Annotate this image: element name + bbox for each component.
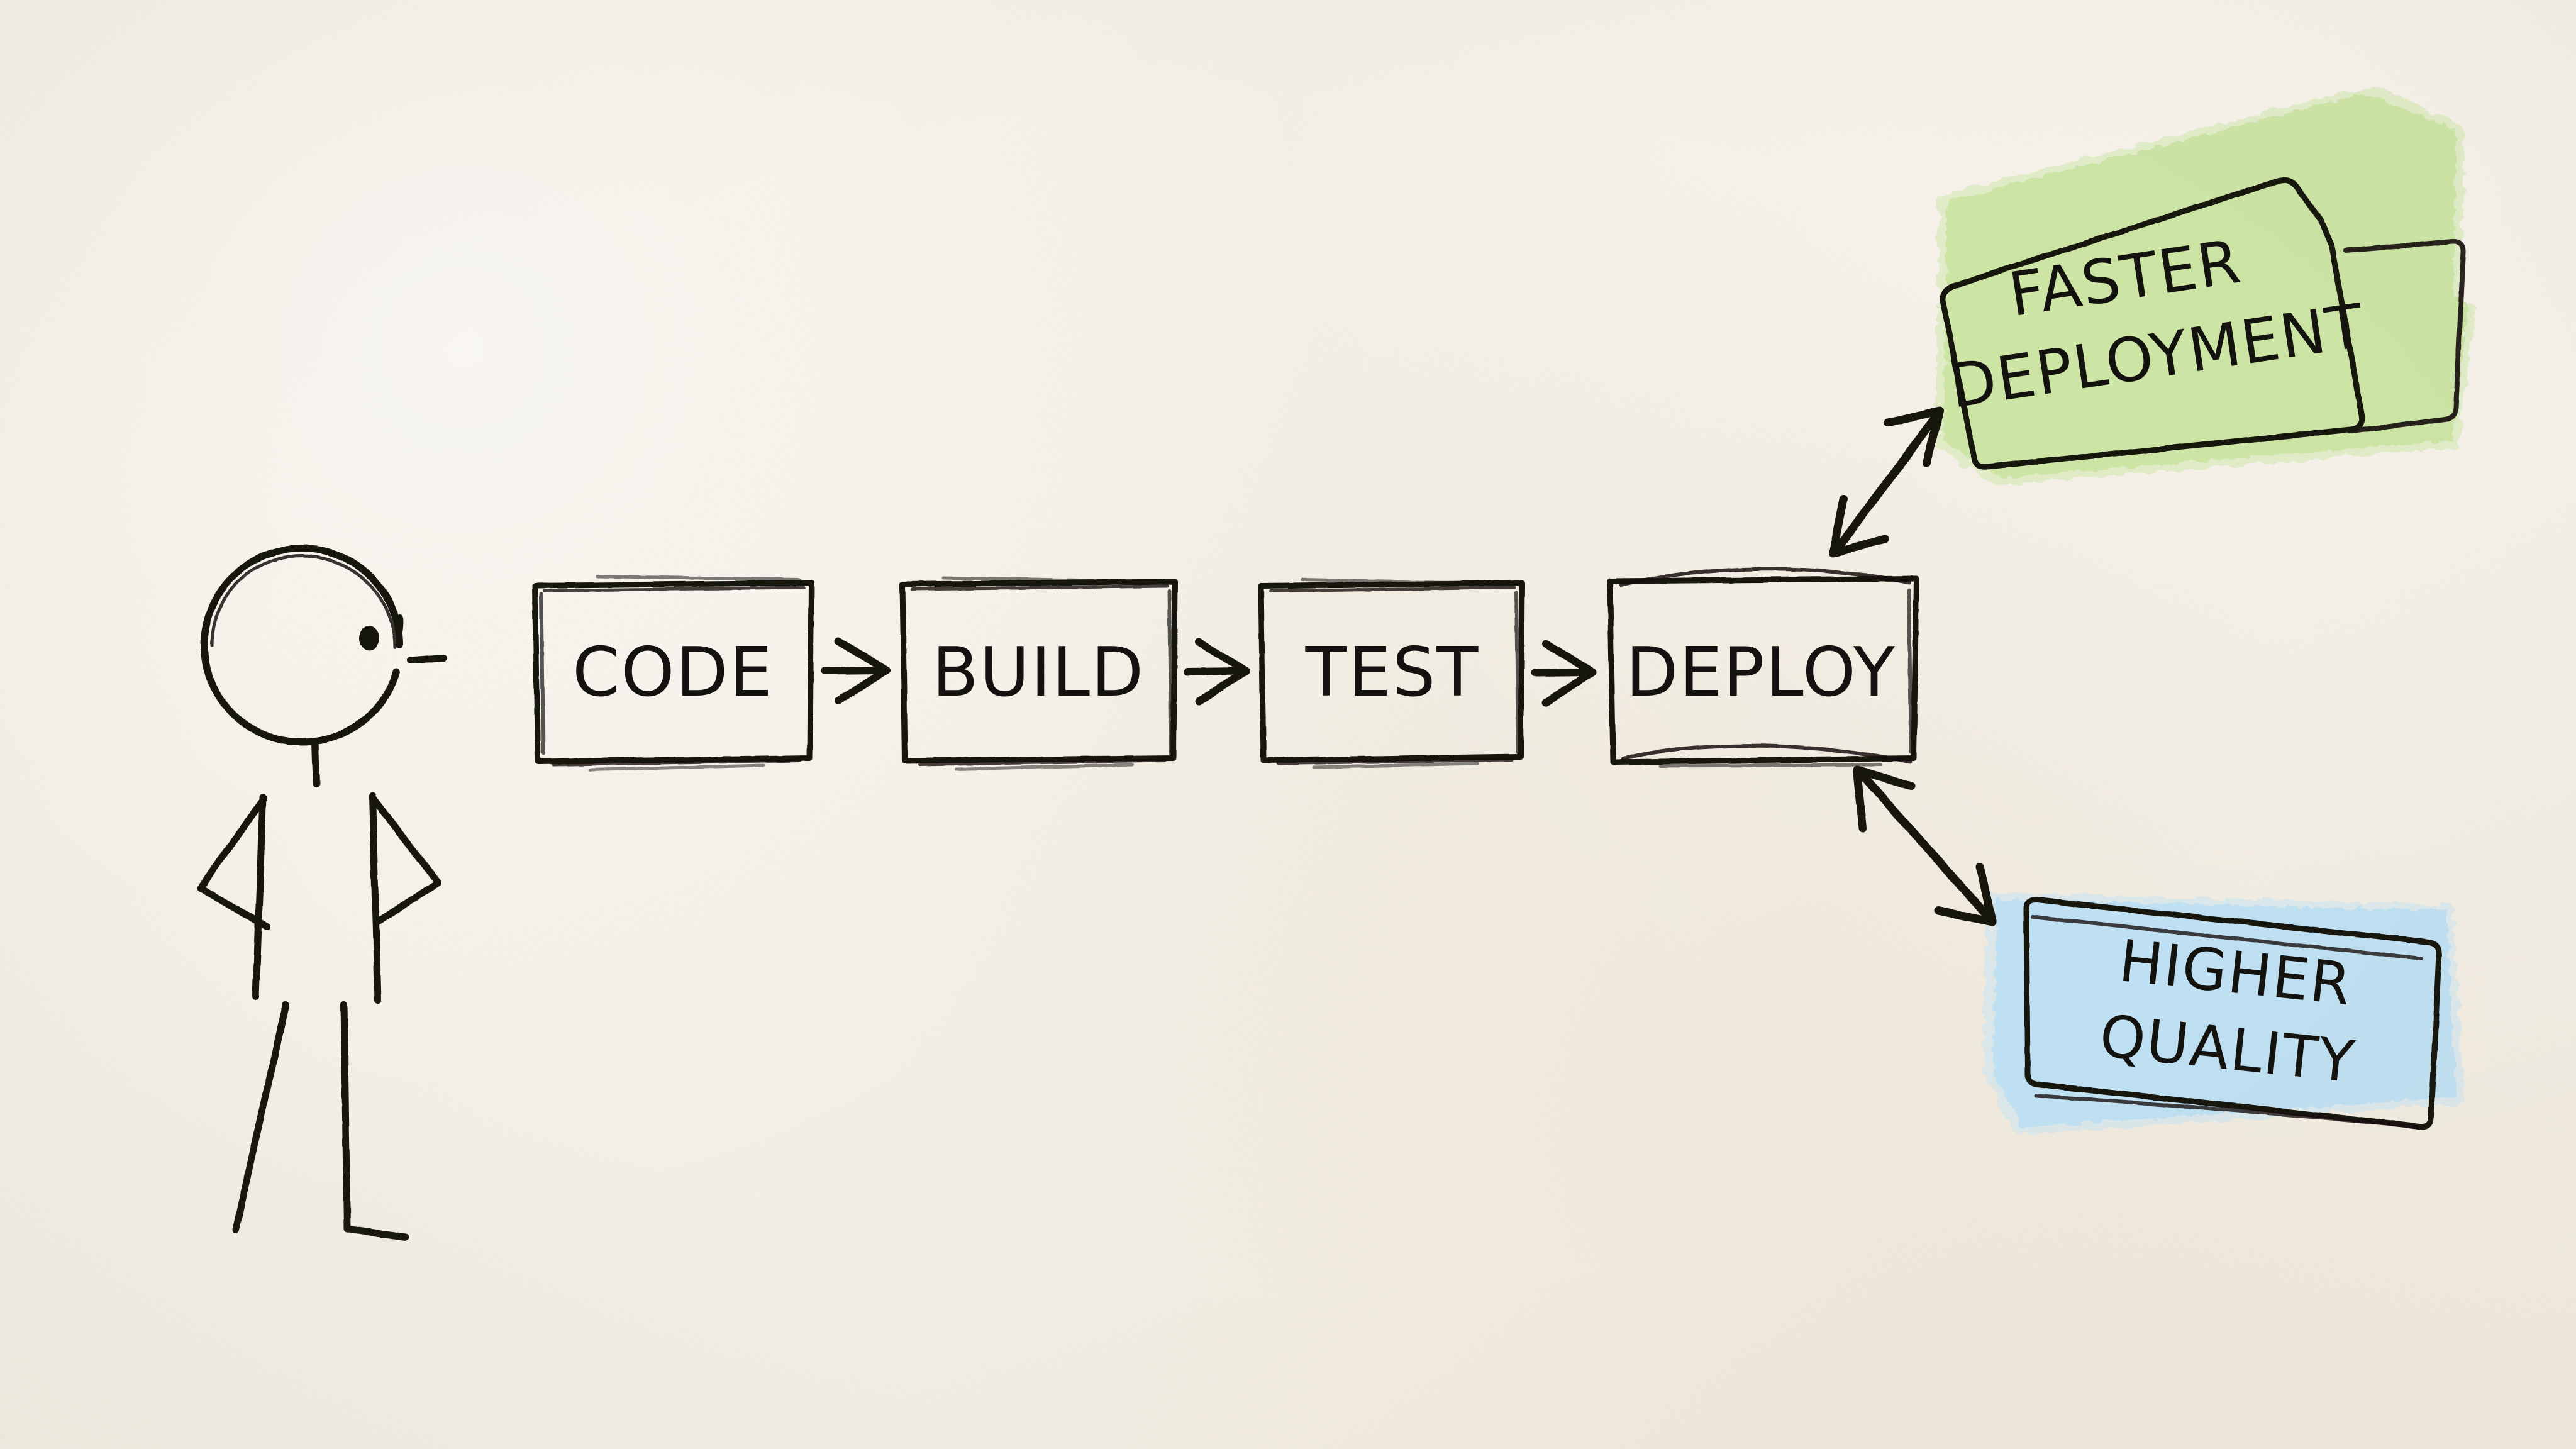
code-box-label: CODE xyxy=(572,633,774,712)
build-box-top-double xyxy=(910,584,1169,591)
code-box-left-double xyxy=(540,592,545,755)
right-leg-and-foot xyxy=(340,1001,409,1241)
arrow-right-icon-head xyxy=(1195,638,1250,705)
deploy-box-label: DEPLOY xyxy=(1626,633,1896,712)
head-outline-gap xyxy=(396,614,403,640)
test-box-sketch-overshoot-bottom xyxy=(1313,762,1480,769)
arrow-right-icon-shaft xyxy=(1531,669,1593,677)
code-box-outline xyxy=(532,579,814,765)
blue-marker-fill-bleed xyxy=(1982,893,2464,1135)
test-box-bottom-double xyxy=(1276,758,1514,765)
pipeline-step-deploy[interactable]: DEPLOY xyxy=(1607,567,1919,768)
test-box-outline xyxy=(1258,580,1525,763)
torso-left-line xyxy=(252,794,267,1001)
outcome-note-faster-deployment[interactable]: FASTER DEPLOYMENT xyxy=(1933,86,2475,486)
deploy-box-right-double xyxy=(1907,588,1913,754)
build-box-sketch-overshoot-top xyxy=(941,576,1153,584)
neck-line xyxy=(311,738,320,788)
head-outline xyxy=(201,545,403,746)
green-note-back-card-outline xyxy=(2343,238,2467,434)
arrow-right-icon-shaft xyxy=(1184,667,1247,675)
arrow-code-to-build xyxy=(821,637,891,704)
left-leg-line xyxy=(232,1001,290,1233)
arrow-test-to-deploy xyxy=(1531,640,1596,706)
blue-note-bottom-double xyxy=(2035,1094,2420,1129)
double-arrow-deploy-to-faster-deployment xyxy=(1828,406,1945,558)
build-box-label: BUILD xyxy=(932,633,1145,712)
double-arrow-icon-shaft xyxy=(1855,767,1994,923)
eye-dot xyxy=(359,626,379,651)
arrow-right-icon-shaft xyxy=(821,667,887,675)
code-box-sketch-overshoot-bottom xyxy=(588,763,765,772)
deploy-box-bottom-arc xyxy=(1621,744,1913,764)
arrow-build-to-test xyxy=(1184,638,1250,705)
torso-right-line xyxy=(369,792,382,1004)
outcome-note-higher-quality[interactable]: HIGHER QUALITY xyxy=(1982,893,2464,1135)
pipeline-step-build[interactable]: BUILD xyxy=(899,576,1178,771)
deploy-box-sketch-overshoot-bottom xyxy=(1658,763,1882,768)
code-box-bottom-double xyxy=(552,758,802,767)
blue-note-outline xyxy=(2023,897,2442,1130)
double-arrow-deploy-to-higher-quality xyxy=(1853,765,1997,926)
deploy-box-top-arc xyxy=(1619,567,1911,587)
pipeline-step-code[interactable]: CODE xyxy=(532,574,814,772)
test-box-sketch-overshoot-top xyxy=(1300,578,1499,586)
deploy-box-outline xyxy=(1607,575,1919,765)
build-box-sketch-overshoot-bottom xyxy=(954,763,1134,771)
arrow-right-icon-head xyxy=(1542,640,1596,706)
right-arm-akimbo xyxy=(369,794,442,926)
blue-note-top-double xyxy=(2031,915,2423,960)
test-box-label: TEST xyxy=(1305,633,1480,712)
code-box-sketch-overshoot-top xyxy=(596,574,802,581)
build-box-bottom-double xyxy=(918,758,1167,767)
build-box-outline xyxy=(899,579,1178,764)
left-arm-akimbo xyxy=(196,795,271,931)
double-arrow-icon-shaft xyxy=(1831,411,1941,555)
nose-line xyxy=(406,654,448,664)
double-arrow-icon-head-lower xyxy=(1934,862,1997,926)
code-box-top-double xyxy=(543,586,806,592)
head-outline-double xyxy=(210,554,397,650)
test-box-top-double xyxy=(1269,586,1516,593)
arrow-right-icon-head xyxy=(835,637,891,704)
double-arrow-icon-head-lower xyxy=(1828,494,1889,558)
build-box-right-double xyxy=(1167,589,1173,755)
double-arrow-icon-head-upper xyxy=(1884,406,1945,467)
green-marker-fill-bleed xyxy=(1936,86,2475,486)
double-arrow-icon-head-upper xyxy=(1853,765,1916,833)
green-note-front-card-outline xyxy=(1940,177,2365,470)
stick-figure-person xyxy=(196,545,448,1241)
pipeline-step-test[interactable]: TEST xyxy=(1258,578,1525,769)
test-box-right-double xyxy=(1514,591,1520,754)
